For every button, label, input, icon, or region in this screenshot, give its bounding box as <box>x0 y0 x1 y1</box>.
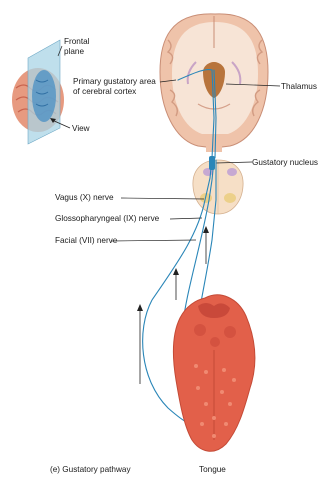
frontal-plane-label: Frontal plane <box>64 37 92 56</box>
brain-orientation-inset <box>12 40 64 144</box>
medulla-cross-section <box>193 156 243 214</box>
thalamus-label: Thalamus <box>281 82 317 91</box>
tongue-illustration <box>173 295 255 451</box>
glossopharyngeal-nerve-label: Glossopharyngeal (IX) nerve <box>55 214 160 223</box>
view-label: View <box>72 124 90 133</box>
primary-gustatory-area-label: Primary gustatory area of cerebral corte… <box>73 77 158 96</box>
vagus-nerve-label: Vagus (X) nerve <box>55 193 114 202</box>
gustatory-nucleus-label: Gustatory nucleus <box>252 158 318 167</box>
facial-nerve-label: Facial (VII) nerve <box>55 236 118 245</box>
tongue-label: Tongue <box>199 465 226 474</box>
figure-caption: (e) Gustatory pathway <box>50 465 131 474</box>
